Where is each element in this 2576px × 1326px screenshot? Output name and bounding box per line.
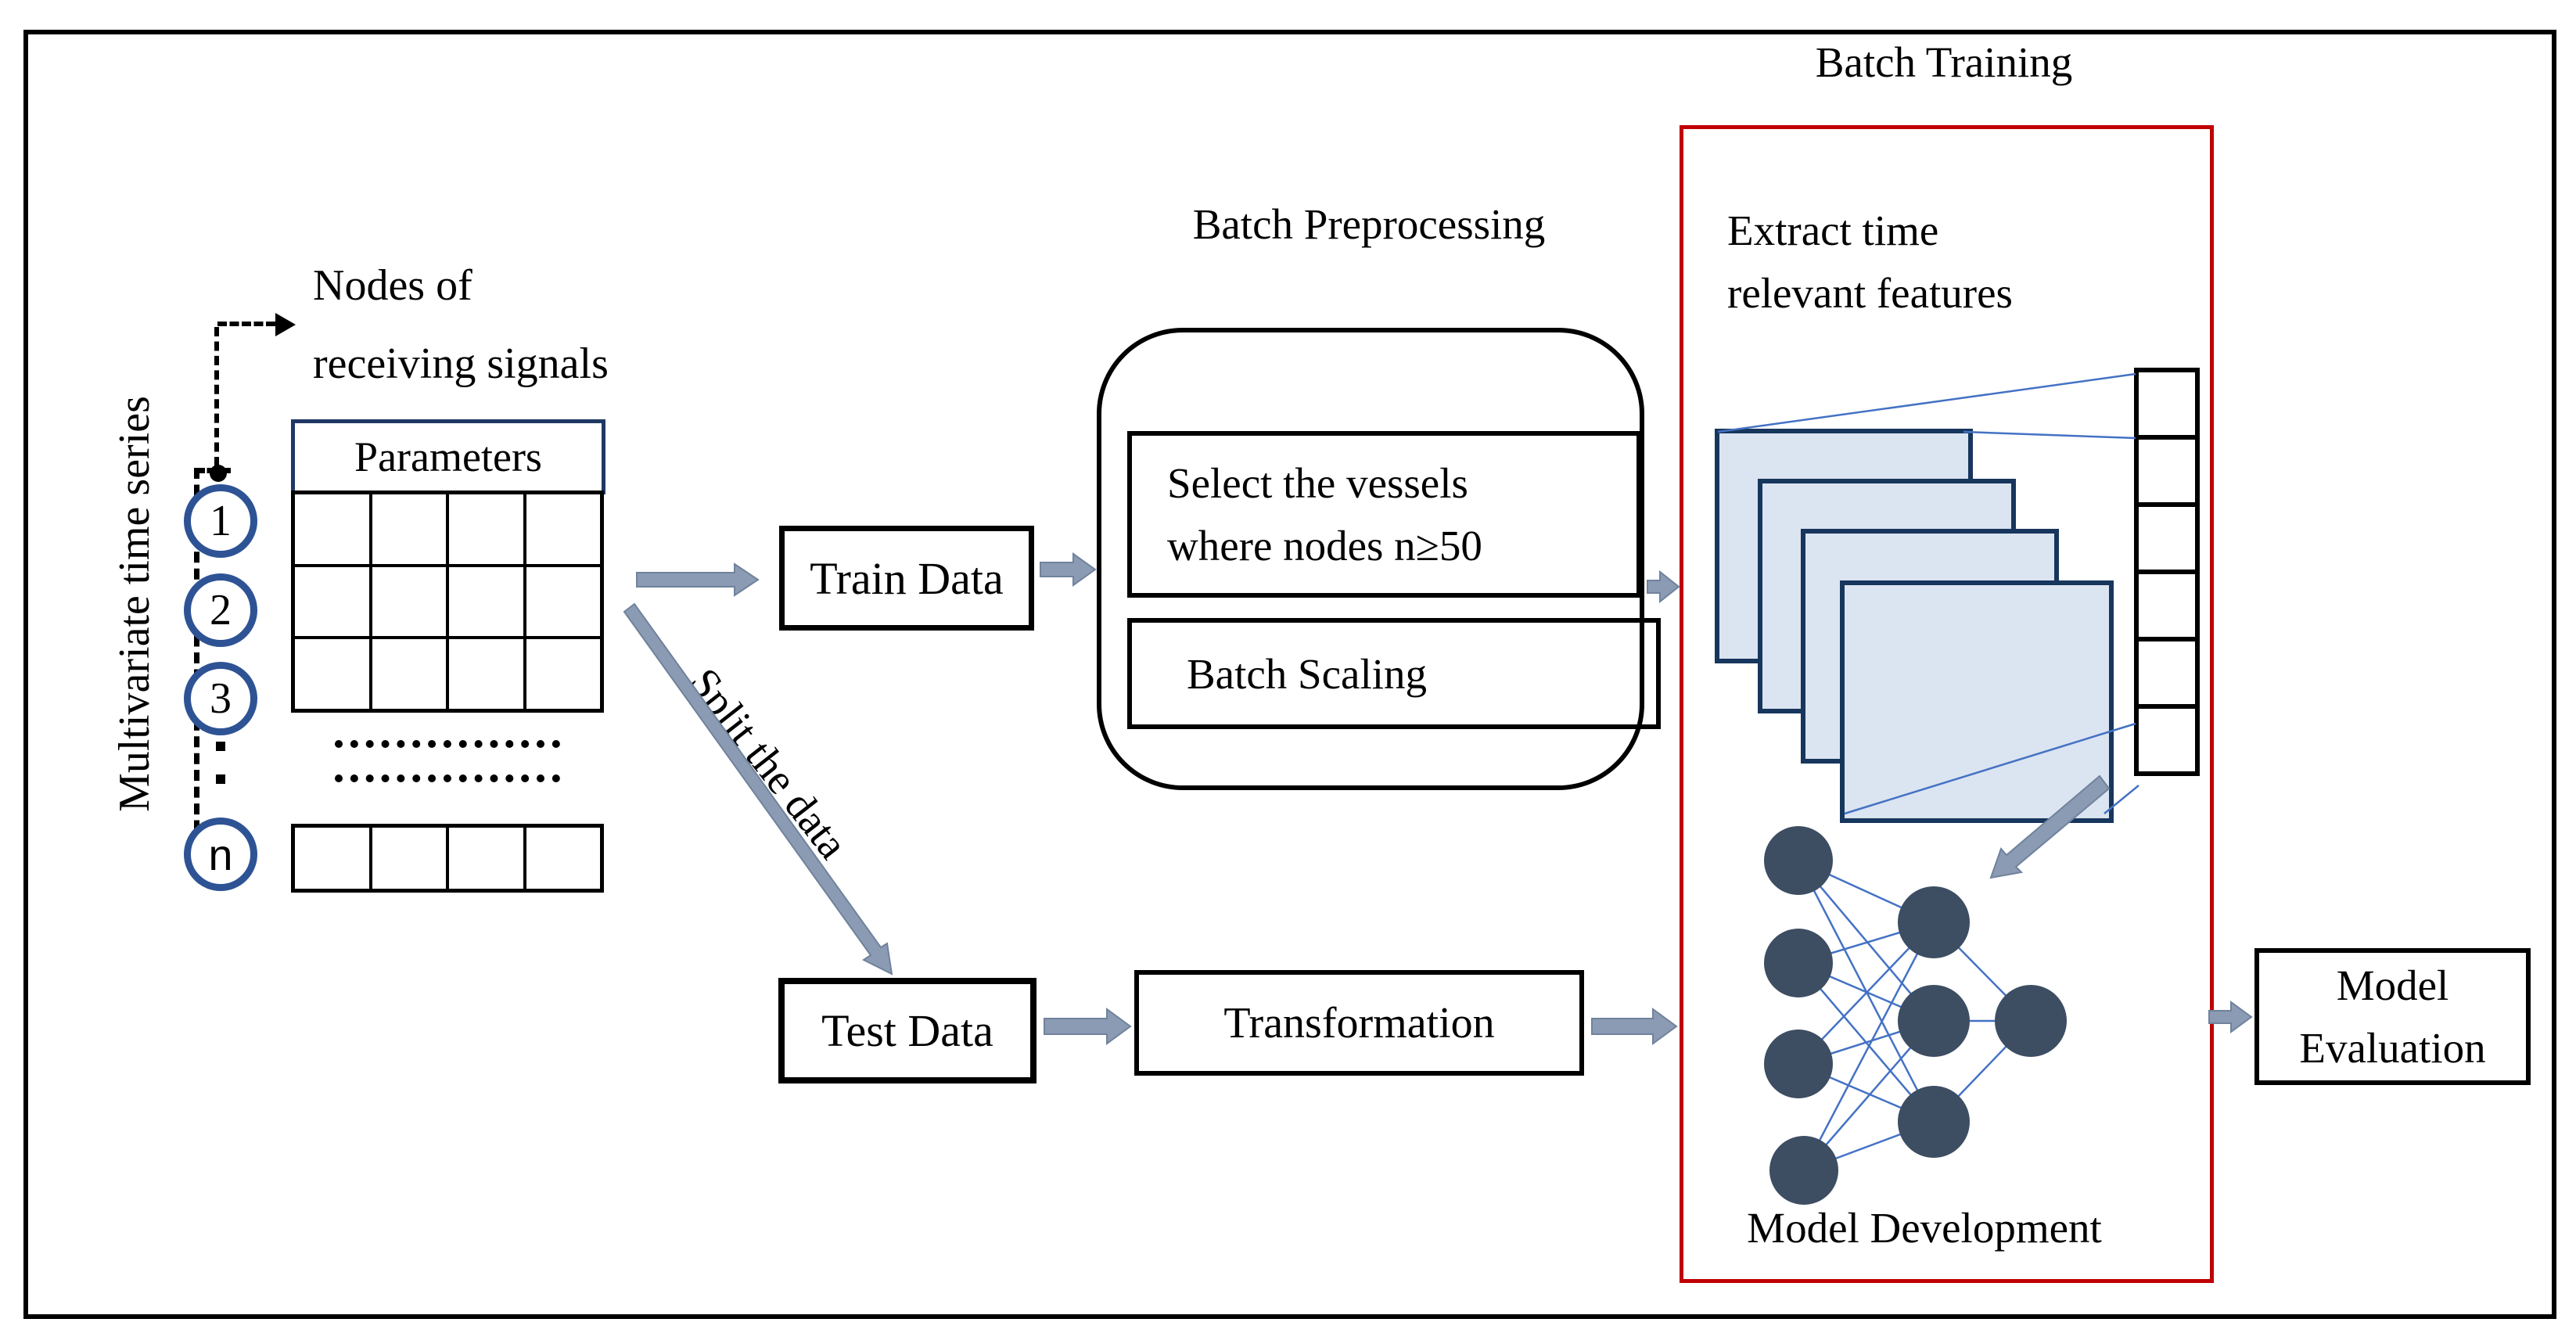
batch-scaling-label: Batch Scaling xyxy=(1187,649,1428,698)
series-node-n-label: n xyxy=(208,829,233,879)
batch-training-label: Batch Training xyxy=(1815,38,2073,86)
outer-border xyxy=(23,30,2556,1319)
nn-hidden-node xyxy=(1898,886,1970,958)
model-development-label: Model Development xyxy=(1747,1204,2102,1252)
nn-hidden-node xyxy=(1898,1086,1970,1158)
extract-features-line1: Extract time xyxy=(1727,207,1939,254)
series-node-1: 1 xyxy=(184,484,257,558)
model-evaluation-line2: Evaluation xyxy=(2299,1023,2486,1072)
arrow-split-diagonal xyxy=(623,602,893,976)
arrow-preprocessing-to-training xyxy=(1647,570,1680,604)
ellipsis-dot xyxy=(216,742,225,751)
dashed-arrow-head-icon xyxy=(275,313,296,336)
batch-preprocessing-container xyxy=(1097,328,1644,790)
series-node-3-label: 3 xyxy=(210,674,232,723)
series-node-n: n xyxy=(184,818,257,891)
model-evaluation-box: Model Evaluation xyxy=(2254,948,2531,1085)
batch-scaling-box: Batch Scaling xyxy=(1127,618,1661,729)
grid-cell xyxy=(524,565,602,638)
grid-cell xyxy=(524,826,602,890)
grid-cell xyxy=(370,565,447,638)
nodes-label-line2: receiving signals xyxy=(313,340,609,388)
grid-cell xyxy=(293,565,371,638)
grid-cell xyxy=(447,826,525,890)
arrow-features-to-network xyxy=(1989,774,2111,879)
transformation-label: Transformation xyxy=(1223,998,1495,1048)
train-data-box: Train Data xyxy=(779,526,1034,631)
train-data-label: Train Data xyxy=(810,552,1004,604)
grid-cell xyxy=(524,493,602,566)
test-data-box: Test Data xyxy=(778,978,1037,1083)
grid-cell xyxy=(524,638,602,710)
nn-output-node xyxy=(1995,985,2067,1057)
test-data-label: Test Data xyxy=(821,1005,993,1056)
grid-cell xyxy=(293,638,371,710)
arrow-training-to-evaluation xyxy=(2208,1001,2253,1033)
nn-hidden-node xyxy=(1898,985,1970,1057)
batch-preprocessing-label: Batch Preprocessing xyxy=(1192,200,1546,248)
dashed-connector-horizontal xyxy=(217,322,275,326)
grid-cell xyxy=(447,565,525,638)
grid-cell xyxy=(370,638,447,710)
nn-input-node xyxy=(1764,929,1833,997)
arrow-train-to-preprocessing xyxy=(1040,552,1097,587)
extract-features-line2: relevant features xyxy=(1727,269,2013,317)
flatten-connector-line xyxy=(1717,372,2136,433)
arrow-table-to-train xyxy=(636,562,760,597)
feature-vector-cell xyxy=(2134,637,2200,709)
grid-cell xyxy=(447,493,525,566)
dashed-connector-vertical xyxy=(214,327,219,466)
arrow-transformation-to-training xyxy=(1591,1008,1678,1045)
ellipsis-dot xyxy=(216,774,225,784)
nodes-label-line1: Nodes of xyxy=(313,261,472,310)
select-vessels-line2: where nodes n≥50 xyxy=(1167,521,1482,570)
grid-cell xyxy=(370,826,447,890)
transformation-box: Transformation xyxy=(1134,970,1584,1076)
grid-cell xyxy=(293,826,371,890)
nn-input-node xyxy=(1764,826,1833,895)
nn-nodes xyxy=(1764,826,2067,1205)
feature-vector-cell xyxy=(2134,368,2200,440)
flatten-connector-line xyxy=(1963,430,2136,440)
series-node-2: 2 xyxy=(184,573,257,647)
select-vessels-box: Select the vessels where nodes n≥50 xyxy=(1127,431,1641,598)
extract-features-label: Extract time relevant features xyxy=(1727,199,2165,325)
series-node-3: 3 xyxy=(184,662,257,735)
flatten-connector-line xyxy=(1844,722,2136,815)
nodes-of-receiving-signals-label: Nodes of receiving signals xyxy=(313,246,720,403)
n-row-grid xyxy=(291,824,604,893)
nn-input-node xyxy=(1769,1136,1838,1205)
select-vessels-line1: Select the vessels xyxy=(1167,458,1468,507)
feature-vector-cell xyxy=(2134,704,2200,776)
batch-training-panel xyxy=(1680,125,2214,1283)
grid-cell xyxy=(447,638,525,710)
model-evaluation-line1: Model xyxy=(2336,961,2449,1009)
row-ellipsis-line xyxy=(335,774,560,782)
parameters-header-label: Parameters xyxy=(354,433,542,480)
nn-input-node xyxy=(1764,1030,1833,1098)
flatten-connector-line xyxy=(2104,785,2139,814)
feature-map-layer-front xyxy=(1840,580,2114,823)
grid-cell xyxy=(293,493,371,566)
series-node-2-label: 2 xyxy=(210,586,232,634)
parameters-grid xyxy=(291,491,604,713)
row-ellipsis-line xyxy=(335,740,560,748)
grid-cell xyxy=(370,493,447,566)
series-node-1-label: 1 xyxy=(210,497,232,545)
arrow-test-to-transformation xyxy=(1044,1008,1132,1045)
feature-vector-column xyxy=(2134,368,2200,776)
